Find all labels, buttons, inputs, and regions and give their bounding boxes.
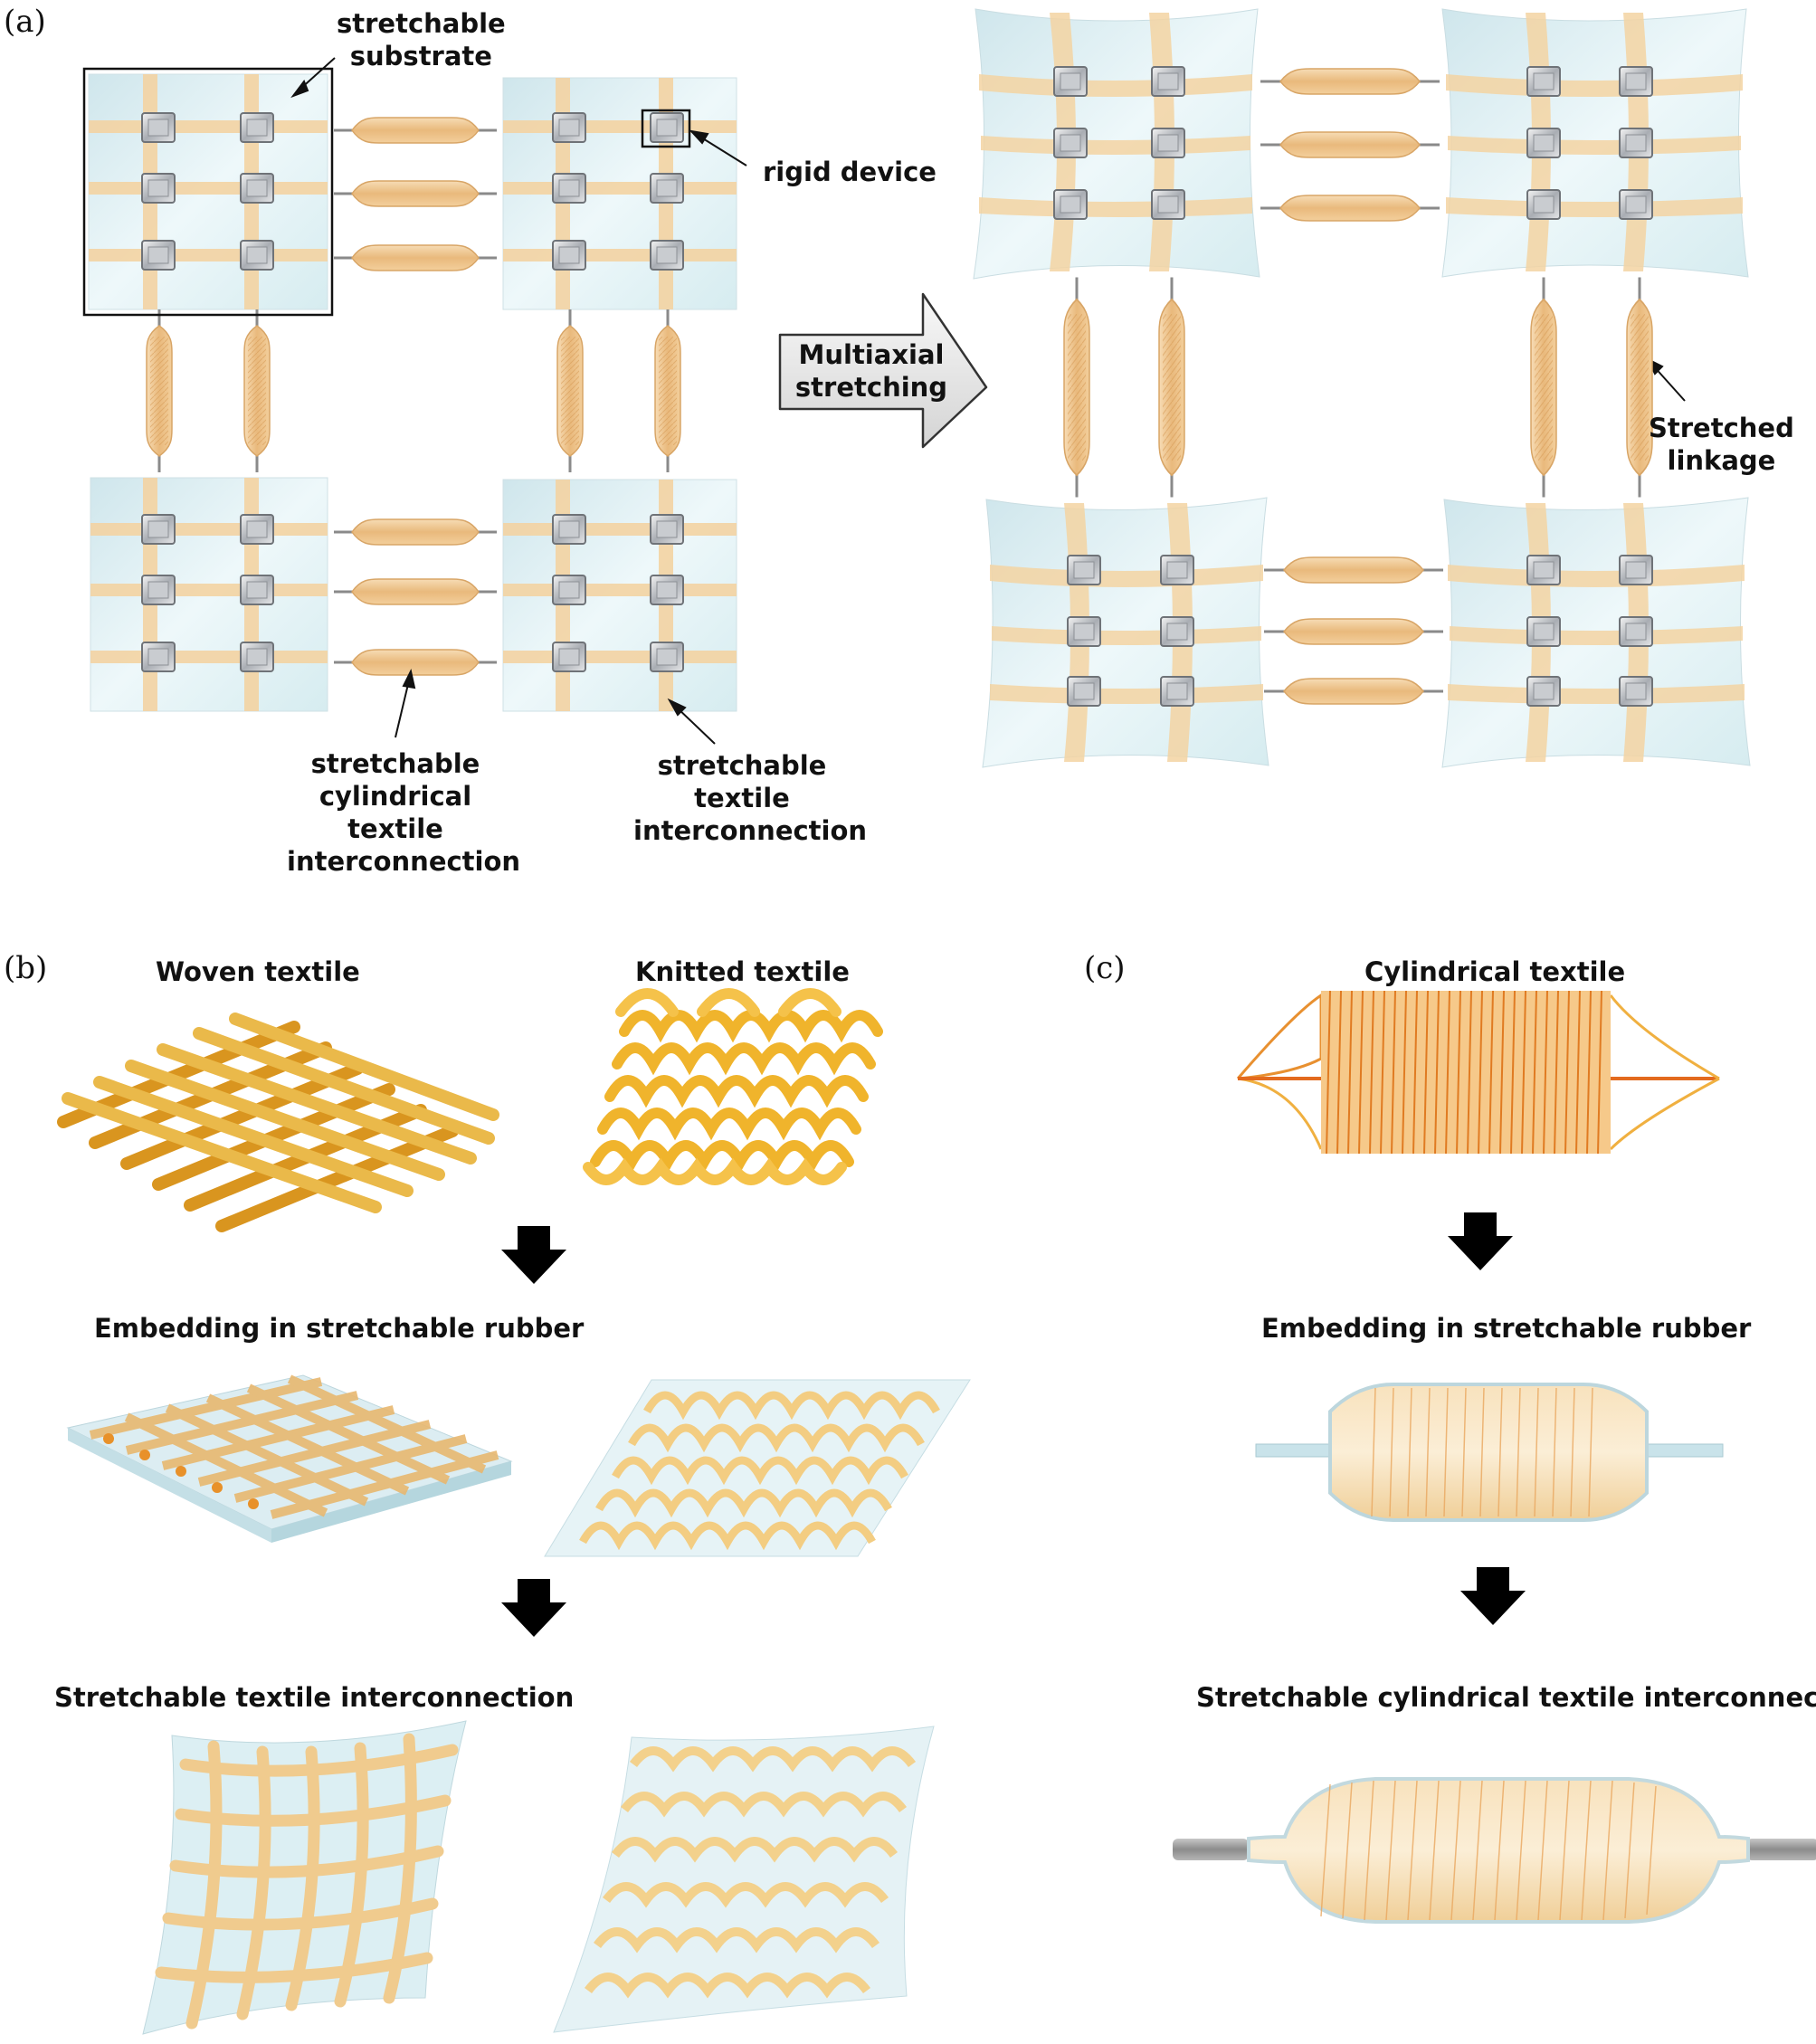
label-result-c: Stretchable cylindrical textile intercon… <box>1196 1682 1816 1713</box>
substrate-top-right <box>502 77 737 310</box>
label-stretchable-substrate: stretchable substrate <box>337 8 506 71</box>
knitted-stretched-illustration <box>553 1726 935 2033</box>
substrate-top-left <box>88 73 328 310</box>
label-result-b: Stretchable textile interconnection <box>54 1682 575 1713</box>
cylindrical-embedded-illustration <box>1255 1383 1724 1522</box>
knitted-textile-illustration <box>583 988 883 1185</box>
woven-embedded-illustration <box>66 1374 513 1543</box>
substrate-bottom-left <box>90 477 328 712</box>
arrow-down-c2 <box>1460 1567 1526 1625</box>
label-rigid-device: rigid device <box>763 157 937 187</box>
label-textile-interconnection: stretchable textile interconnection <box>633 750 868 846</box>
label-stretched-linkage: Stretched linkage <box>1649 413 1794 476</box>
label-multiaxial-stretching: Multiaxial stretching <box>794 339 948 403</box>
label-cylindrical-interconnection: stretchable cylindrical textile intercon… <box>287 748 521 877</box>
multiaxial-arrow <box>778 292 988 449</box>
arrow-down-b1 <box>501 1226 566 1284</box>
panel-b-letter: (b) <box>4 950 48 986</box>
label-knitted-textile: Knitted textile <box>635 956 850 987</box>
arrow-down-c1 <box>1448 1212 1513 1270</box>
label-embedding-b: Embedding in stretchable rubber <box>94 1313 585 1344</box>
knitted-embedded-illustration <box>544 1379 971 1557</box>
stretched-substrate-bottom-right <box>1441 497 1751 768</box>
panel-a-stretched <box>973 8 1751 768</box>
panel-a-unstretched <box>82 57 1686 745</box>
stretched-substrate-bottom-left <box>982 497 1269 768</box>
stretched-substrate-top-left <box>973 8 1260 280</box>
label-woven-textile: Woven textile <box>156 956 360 987</box>
panel-c-letter: (c) <box>1084 950 1126 986</box>
label-cylindrical-textile: Cylindrical textile <box>1364 956 1626 987</box>
cylindrical-textile-illustration <box>1236 990 1720 1155</box>
woven-textile-illustration <box>57 1012 499 1232</box>
substrate-highlight-box <box>82 67 334 317</box>
label-embedding-c: Embedding in stretchable rubber <box>1261 1313 1752 1344</box>
rigid-device-highlight-box <box>641 109 691 148</box>
substrate-bottom-right <box>502 479 737 712</box>
arrow-down-b2 <box>501 1579 566 1637</box>
panel-a-letter: (a) <box>4 4 46 40</box>
stretched-substrate-top-right <box>1441 8 1749 278</box>
woven-stretched-illustration <box>142 1720 467 2035</box>
cylindrical-stretched-illustration <box>1173 1777 1816 1924</box>
